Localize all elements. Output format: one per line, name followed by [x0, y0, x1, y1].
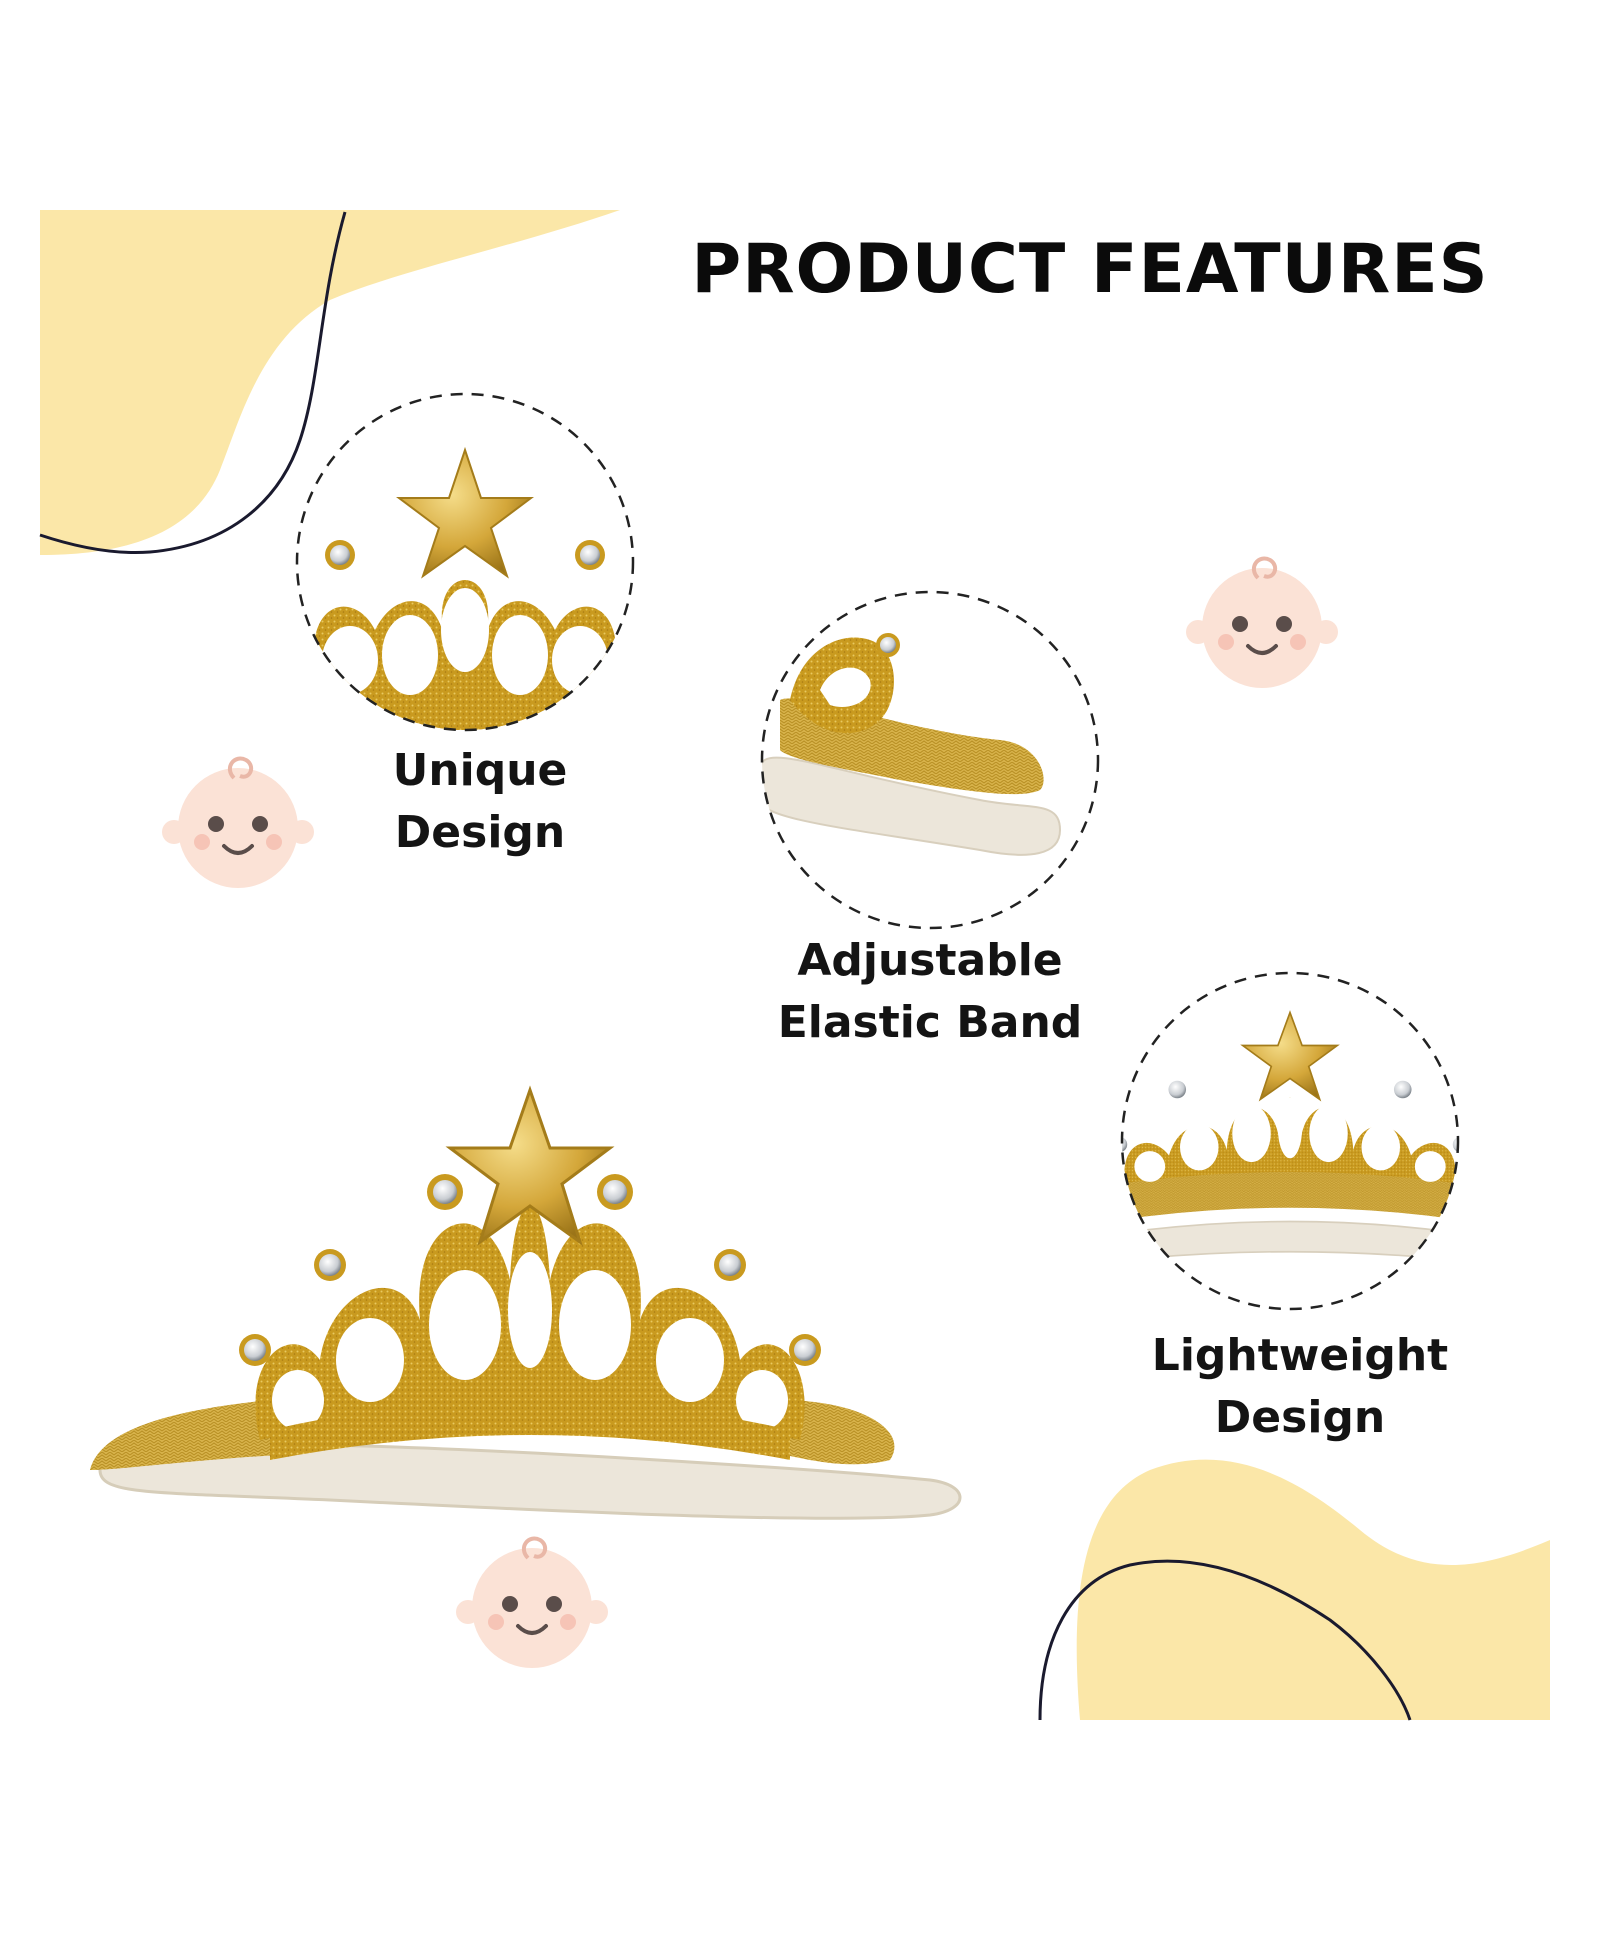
feature-label-line: Adjustable — [797, 935, 1063, 986]
feature-label-line: Design — [394, 807, 566, 858]
baby-face-icon — [162, 756, 314, 888]
baby-face-icon — [456, 1536, 608, 1668]
feature-label-elastic-band: Adjustable Elastic Band — [740, 930, 1120, 1054]
elastic-band-closeup — [760, 590, 1100, 930]
feature-label-line: Design — [1214, 1392, 1386, 1443]
baby-face-icon — [1186, 556, 1338, 688]
bottom-right-blob — [1038, 1459, 1550, 1721]
lightweight-design-closeup — [1120, 971, 1460, 1311]
feature-label-line: Unique — [392, 745, 568, 796]
top-left-blob — [39, 210, 620, 555]
crown-headband — [90, 1085, 962, 1520]
feature-label-line: Lightweight — [1151, 1330, 1449, 1381]
page-title: PRODUCT FEATURES — [691, 230, 1489, 309]
unique-design-closeup — [295, 392, 635, 732]
feature-label-unique-design: Unique Design — [330, 740, 630, 864]
feature-label-line: Elastic Band — [777, 997, 1083, 1048]
feature-label-lightweight-design: Lightweight Design — [1110, 1325, 1490, 1449]
